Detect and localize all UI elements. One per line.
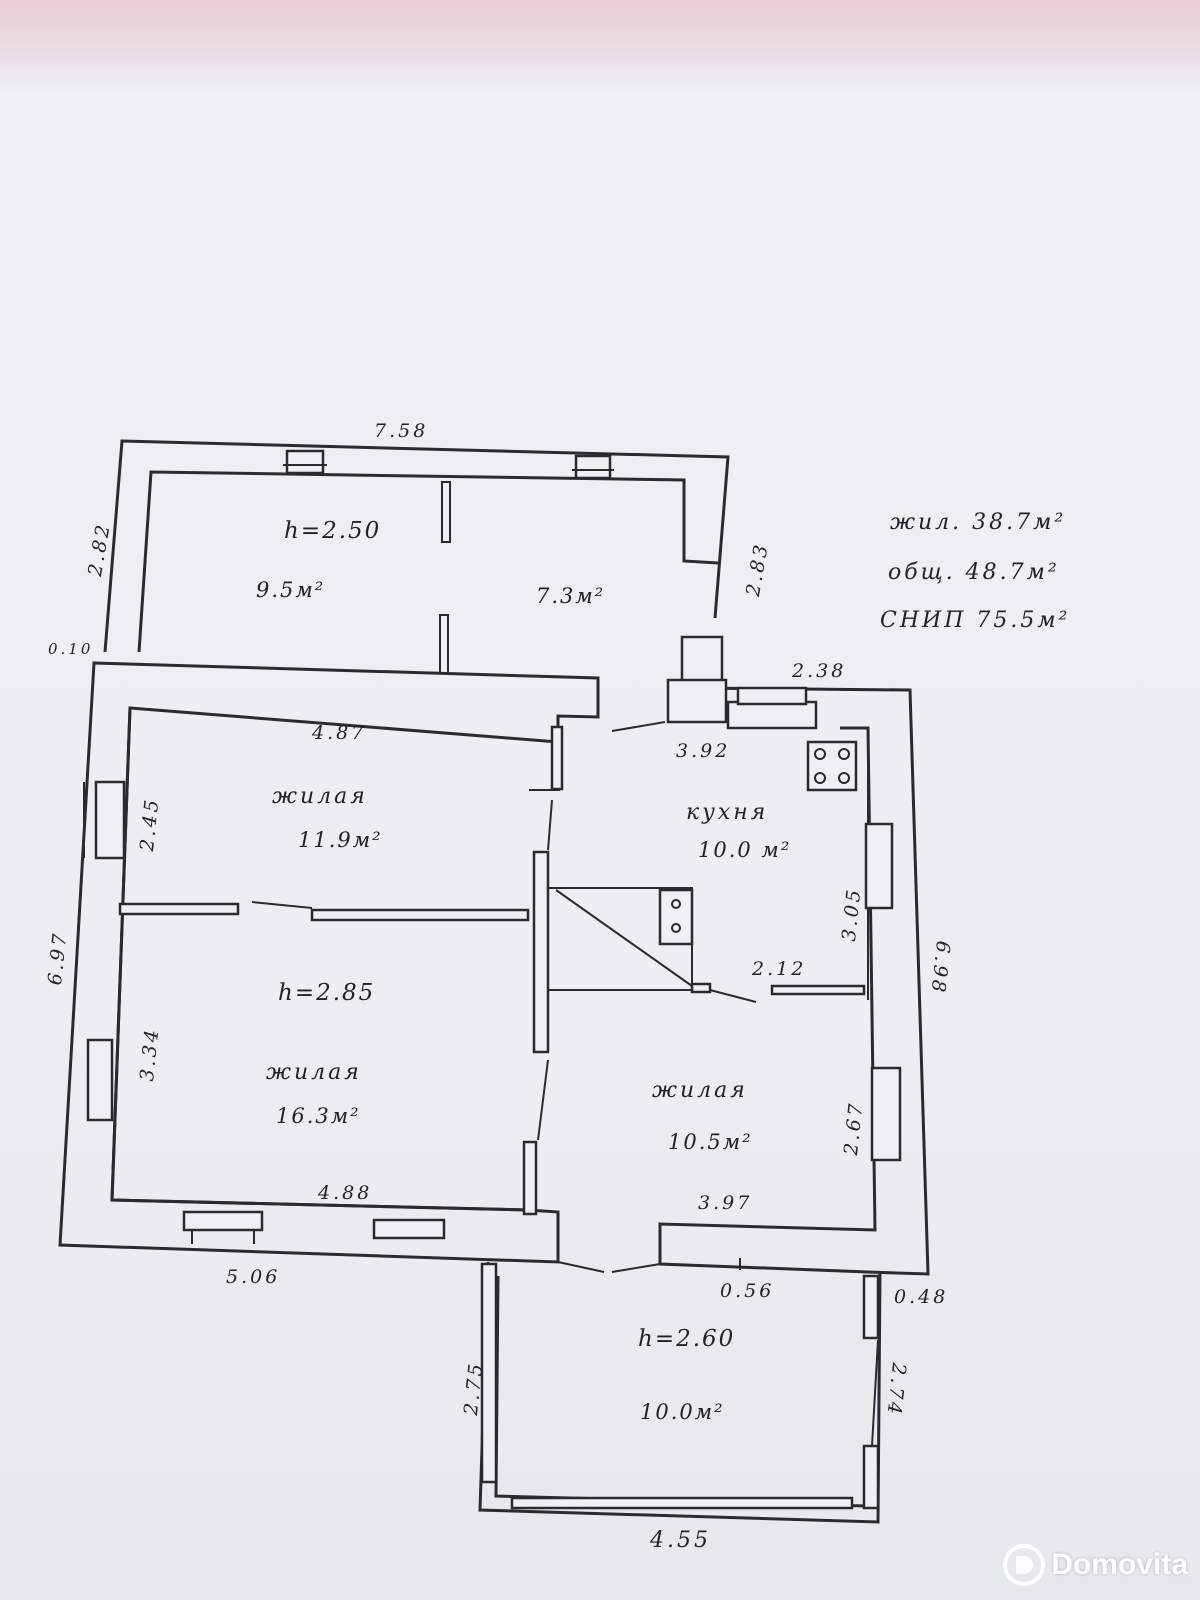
entry-door-left <box>557 1261 605 1273</box>
window-west-lower <box>86 1038 114 1122</box>
top-right-room-area: 7.3м² <box>536 584 606 608</box>
dim-living-large-width: 4.88 <box>318 1182 373 1204</box>
summary-total: общ. 48.7м² <box>888 560 1060 585</box>
window-east-living <box>870 1066 902 1162</box>
veranda-window-west <box>480 1262 498 1484</box>
top-block-outer-wall <box>103 439 730 653</box>
living-right-name: жилая <box>652 1078 748 1103</box>
burner-2 <box>838 748 850 760</box>
kitchen-door-swing <box>709 989 757 1003</box>
kitchen-name: кухня <box>686 800 769 825</box>
top-block-inner-wall <box>137 470 719 653</box>
window-west-upper <box>94 780 126 860</box>
burner-4 <box>838 772 850 784</box>
living-upper-area: 11.9м² <box>298 828 383 852</box>
partition-door-jamb-top <box>550 725 564 791</box>
dim-veranda-width: 4.55 <box>650 1528 711 1553</box>
window-east-kitchen <box>864 822 894 910</box>
stove <box>726 700 818 730</box>
dim-living-right-width: 3.97 <box>698 1192 753 1214</box>
living-right-area: 10.5м² <box>668 1130 753 1154</box>
chimney <box>680 635 724 684</box>
dim-living-upper-width: 4.87 <box>312 722 367 744</box>
partition-door-gap <box>251 901 313 909</box>
summary-snip: СНИП 75.5м² <box>880 608 1071 633</box>
living-large-name: жилая <box>266 1060 362 1085</box>
main-house-inner-wall <box>110 707 529 1212</box>
veranda-outer-wall <box>478 1261 882 1524</box>
cooktop <box>806 740 858 792</box>
living-large-area: 16.3м² <box>276 1104 361 1128</box>
dim-small-gap: 0.10 <box>48 640 94 658</box>
dim-bottom-left: 5.06 <box>226 1266 281 1288</box>
burner-1 <box>814 748 826 760</box>
dim-kitchen-width: 3.92 <box>676 740 731 762</box>
stair-step <box>690 982 712 994</box>
watermark-brand: Domovita <box>1051 1548 1188 1581</box>
veranda-area: 10.0м² <box>640 1400 725 1424</box>
stove-base <box>666 678 728 724</box>
dim-stair-width: 2.12 <box>752 958 807 980</box>
window-south-left <box>182 1210 264 1232</box>
window-top-right <box>574 454 612 480</box>
door-swing-upper <box>547 799 553 851</box>
dim-door-gap: 0.56 <box>720 1280 775 1302</box>
watermark: Domovita <box>1003 1544 1188 1586</box>
window-south-right <box>372 1218 446 1240</box>
kitchen-partition <box>770 984 866 996</box>
entry-door-right <box>611 1263 661 1273</box>
right-block-inner-wall <box>658 726 877 1274</box>
top-partition-upper <box>441 481 451 543</box>
veranda-window-east-upper <box>862 1274 880 1340</box>
stair-diagonal <box>555 889 693 987</box>
domovita-logo-icon <box>1003 1544 1046 1586</box>
veranda-east-wall <box>871 1339 879 1447</box>
veranda-window-east-lower <box>862 1444 880 1510</box>
stove-top <box>736 686 808 706</box>
kitchen-door-line <box>611 721 666 732</box>
summary-living: жил. 38.7м² <box>890 510 1067 535</box>
living-upper-name: жилая <box>272 784 368 809</box>
stair-cabinet <box>658 888 694 946</box>
cabinet-knob-2 <box>671 923 681 933</box>
dim-kitchen-top-outer: 2.38 <box>792 660 847 682</box>
main-house-outer-wall <box>58 661 600 1264</box>
veranda-height: h=2.60 <box>638 1326 736 1352</box>
partition-west <box>118 902 240 916</box>
top-left-room-area: 9.5м² <box>256 578 326 602</box>
dim-top-width: 7.58 <box>374 420 429 442</box>
central-partition <box>532 850 550 1054</box>
door-swing-lower <box>537 1059 549 1141</box>
living-large-height: h=2.85 <box>278 980 376 1006</box>
top-left-room-height: h=2.50 <box>284 518 382 544</box>
veranda-inner-wall <box>494 1275 867 1508</box>
veranda-window-south <box>510 1496 854 1510</box>
burner-3 <box>814 772 826 784</box>
kitchen-area: 10.0 м² <box>698 838 792 862</box>
dim-right-offset: 0.48 <box>894 1286 949 1308</box>
central-partition-lower <box>522 1140 538 1216</box>
window-top-left <box>285 449 325 475</box>
top-partition-lower <box>439 614 449 674</box>
cabinet-knob-1 <box>671 899 681 909</box>
partition-east <box>310 908 530 922</box>
